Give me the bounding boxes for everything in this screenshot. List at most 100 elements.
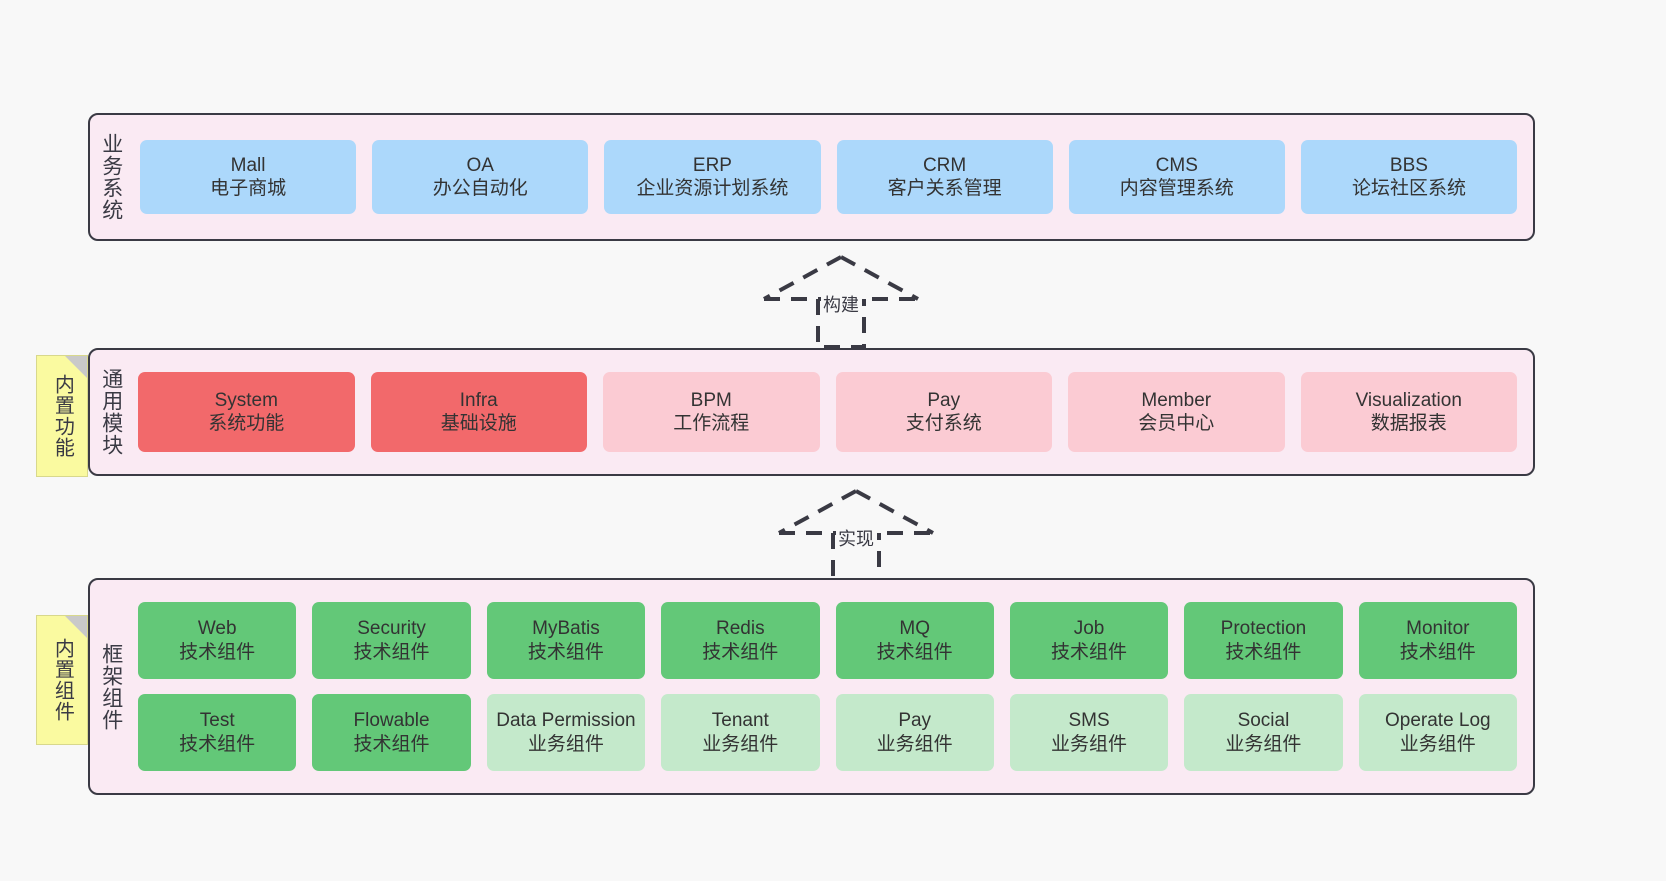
node-security-name: Security xyxy=(357,618,426,640)
layer-framework-components: 框架组件 Web 技术组件 Security 技术组件 MyBatis 技术组件… xyxy=(88,578,1535,795)
node-social[interactable]: Social 业务组件 xyxy=(1184,694,1343,771)
note-builtin-components-text: 内置组件 xyxy=(51,638,74,722)
node-sms-name: SMS xyxy=(1068,710,1110,732)
node-infra-name: Infra xyxy=(459,389,498,411)
connector-build-label: 构建 xyxy=(821,291,861,317)
node-tenant[interactable]: Tenant 业务组件 xyxy=(661,694,820,771)
node-monitor[interactable]: Monitor 技术组件 xyxy=(1358,602,1517,679)
connector-implement-label: 实现 xyxy=(836,525,876,551)
node-operate-log-desc: 业务组件 xyxy=(1399,733,1476,755)
node-cms-desc: 内容管理系统 xyxy=(1119,178,1234,199)
node-bbs[interactable]: BBS 论坛社区系统 xyxy=(1300,140,1518,214)
node-erp[interactable]: ERP 企业资源计划系统 xyxy=(604,140,821,214)
node-erp-desc: 企业资源计划系统 xyxy=(636,178,789,199)
node-pay-module-desc: 支付系统 xyxy=(905,413,982,434)
node-bpm-desc: 工作流程 xyxy=(673,413,750,434)
layer-body-common: System 系统功能 Infra 基础设施 BPM 工作流程 Pay 支付系统… xyxy=(132,350,1533,474)
node-sms[interactable]: SMS 业务组件 xyxy=(1009,694,1169,771)
node-security-desc: 技术组件 xyxy=(353,641,430,663)
note-fold-corner-icon xyxy=(65,356,87,378)
node-protection[interactable]: Protection 技术组件 xyxy=(1184,602,1343,679)
layer-body-framework: Web 技术组件 Security 技术组件 MyBatis 技术组件 Redi… xyxy=(132,580,1533,793)
node-web-name: Web xyxy=(197,618,237,640)
connector-implement-arrow-icon xyxy=(778,489,934,583)
row-business-1: Mall 电子商城 OA 办公自动化 ERP 企业资源计划系统 CRM 客户关系… xyxy=(140,140,1518,214)
node-bbs-name: BBS xyxy=(1389,154,1428,176)
node-monitor-desc: 技术组件 xyxy=(1399,641,1476,663)
node-crm[interactable]: CRM 客户关系管理 xyxy=(836,140,1053,214)
connector-build: 构建 xyxy=(756,253,926,349)
node-visualization-desc: 数据报表 xyxy=(1370,413,1447,434)
node-erp-name: ERP xyxy=(692,154,732,176)
node-operate-log[interactable]: Operate Log 业务组件 xyxy=(1358,694,1517,771)
node-protection-name: Protection xyxy=(1220,618,1307,640)
node-flowable-name: Flowable xyxy=(353,710,430,732)
node-infra-desc: 基础设施 xyxy=(440,413,517,434)
node-operate-log-name: Operate Log xyxy=(1384,710,1491,732)
node-redis-desc: 技术组件 xyxy=(702,641,779,663)
node-mybatis-desc: 技术组件 xyxy=(527,641,604,663)
node-system[interactable]: System 系统功能 xyxy=(138,372,355,452)
node-mq-name: MQ xyxy=(899,618,930,640)
node-tenant-name: Tenant xyxy=(711,710,769,732)
node-crm-name: CRM xyxy=(922,154,967,176)
node-infra[interactable]: Infra 基础设施 xyxy=(370,372,587,452)
layer-title-framework: 框架组件 xyxy=(99,642,123,731)
node-mall[interactable]: Mall 电子商城 xyxy=(140,140,357,214)
node-web[interactable]: Web 技术组件 xyxy=(138,602,297,679)
node-member-name: Member xyxy=(1141,389,1212,411)
node-pay-component-name: Pay xyxy=(898,710,932,732)
node-oa[interactable]: OA 办公自动化 xyxy=(372,140,589,214)
node-data-permission-name: Data Permission xyxy=(496,710,636,732)
node-mq-desc: 技术组件 xyxy=(876,641,953,663)
layer-title-common: 通用模块 xyxy=(99,368,123,456)
layer-body-business: Mall 电子商城 OA 办公自动化 ERP 企业资源计划系统 CRM 客户关系… xyxy=(132,115,1533,239)
node-mybatis-name: MyBatis xyxy=(532,618,600,640)
node-visualization[interactable]: Visualization 数据报表 xyxy=(1300,372,1517,452)
node-data-permission-desc: 业务组件 xyxy=(527,733,604,755)
node-social-desc: 业务组件 xyxy=(1225,733,1302,755)
node-crm-desc: 客户关系管理 xyxy=(887,178,1002,199)
node-redis[interactable]: Redis 技术组件 xyxy=(661,602,820,679)
node-pay-component-desc: 业务组件 xyxy=(876,733,953,755)
node-mall-name: Mall xyxy=(230,154,266,176)
node-pay-module[interactable]: Pay 支付系统 xyxy=(835,372,1052,452)
node-bpm[interactable]: BPM 工作流程 xyxy=(603,372,820,452)
node-security[interactable]: Security 技术组件 xyxy=(312,602,471,679)
node-redis-name: Redis xyxy=(716,618,765,640)
layer-title-business: 业务系统 xyxy=(99,133,123,221)
layer-common-modules: 通用模块 System 系统功能 Infra 基础设施 BPM 工作流程 Pay… xyxy=(88,348,1535,476)
node-oa-desc: 办公自动化 xyxy=(432,178,528,199)
node-system-desc: 系统功能 xyxy=(208,413,285,434)
node-visualization-name: Visualization xyxy=(1355,389,1462,411)
node-test[interactable]: Test 技术组件 xyxy=(138,694,297,771)
node-system-name: System xyxy=(214,389,278,411)
node-data-permission[interactable]: Data Permission 业务组件 xyxy=(486,694,646,771)
node-flowable[interactable]: Flowable 技术组件 xyxy=(312,694,471,771)
node-job[interactable]: Job 技术组件 xyxy=(1009,602,1169,679)
node-job-desc: 技术组件 xyxy=(1051,641,1128,663)
node-oa-name: OA xyxy=(466,154,494,176)
row-framework-1: Web 技术组件 Security 技术组件 MyBatis 技术组件 Redi… xyxy=(138,602,1517,679)
node-flowable-desc: 技术组件 xyxy=(353,733,430,755)
connector-implement: 实现 xyxy=(771,487,941,583)
note-builtin-features: 内置功能 xyxy=(36,355,88,477)
node-member[interactable]: Member 会员中心 xyxy=(1068,372,1285,452)
note-builtin-features-text: 内置功能 xyxy=(51,374,74,458)
node-mall-desc: 电子商城 xyxy=(210,178,287,199)
node-pay-module-name: Pay xyxy=(927,389,961,411)
node-sms-desc: 业务组件 xyxy=(1051,733,1128,755)
node-pay-component[interactable]: Pay 业务组件 xyxy=(835,694,994,771)
node-test-desc: 技术组件 xyxy=(179,733,256,755)
node-protection-desc: 技术组件 xyxy=(1225,641,1302,663)
layer-business-systems: 业务系统 Mall 电子商城 OA 办公自动化 ERP 企业资源计划系统 CRM… xyxy=(88,113,1535,241)
node-cms-name: CMS xyxy=(1155,154,1198,176)
row-framework-2: Test 技术组件 Flowable 技术组件 Data Permission … xyxy=(138,694,1517,771)
node-mybatis[interactable]: MyBatis 技术组件 xyxy=(486,602,646,679)
node-cms[interactable]: CMS 内容管理系统 xyxy=(1068,140,1285,214)
row-common-1: System 系统功能 Infra 基础设施 BPM 工作流程 Pay 支付系统… xyxy=(138,372,1517,452)
node-job-name: Job xyxy=(1073,618,1105,640)
node-mq[interactable]: MQ 技术组件 xyxy=(835,602,994,679)
node-bbs-desc: 论坛社区系统 xyxy=(1351,178,1466,199)
note-fold-corner-icon xyxy=(65,616,87,638)
